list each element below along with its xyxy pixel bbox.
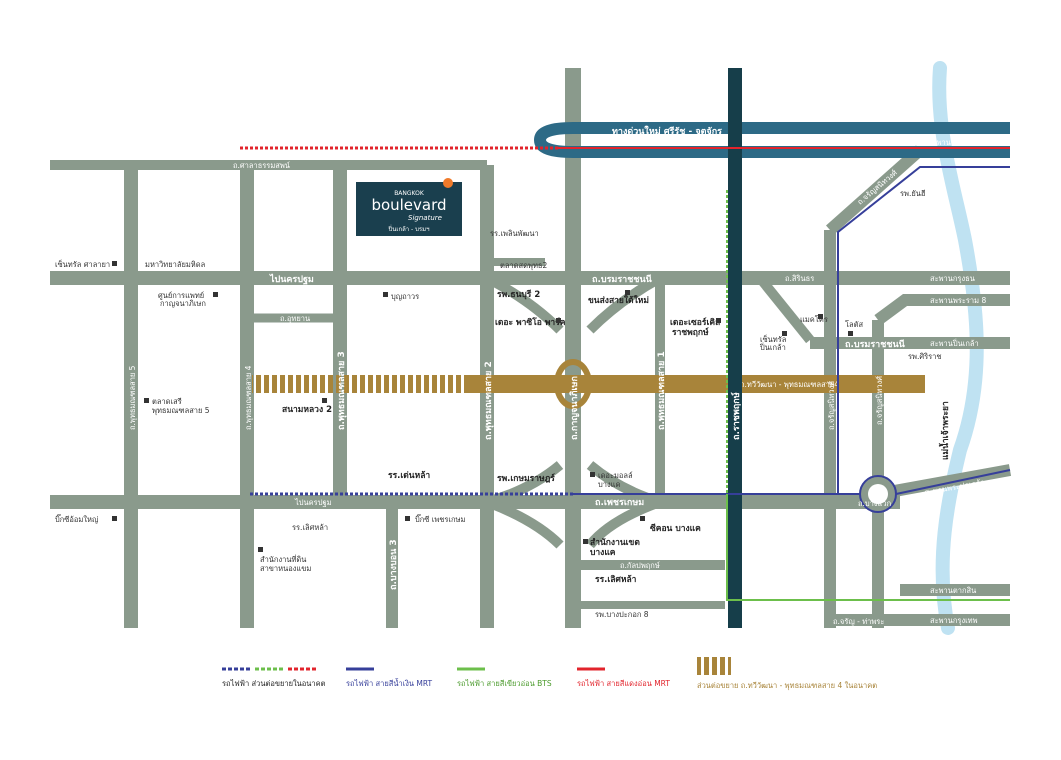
svg-text:ปิ่นเกล้า: ปิ่นเกล้า xyxy=(759,342,786,352)
label-to-nakhon-pathom-2: ไปนครปฐม xyxy=(294,498,332,507)
bridge-krungthep: สะพานกรุงเทพ xyxy=(930,616,978,625)
label-sala-thammasop: ถ.ศาลาธรรมสพน์ xyxy=(233,161,290,170)
place-makro: แมคโคร xyxy=(800,315,828,324)
place-lotus: โลตัส xyxy=(845,320,863,329)
river-label: แม่น้ำเจ้าพระยา xyxy=(938,401,951,460)
legend-bts-green: รถไฟฟ้า สายสีเขียวอ่อน BTS xyxy=(457,679,552,688)
future-road-extension xyxy=(252,375,467,393)
expressway xyxy=(533,122,1010,158)
place-talat: ตลาดสดพุทธ2 xyxy=(500,261,547,270)
place-the-circle: เดอะเซอร์เคิล xyxy=(670,317,720,328)
bts-green-line xyxy=(726,494,1010,601)
place-the-mall-bangkae: เดอะมอลล์ xyxy=(598,471,633,480)
expressway-label: ทางด่วนใหม่ ศรีรัช - จตุจักร xyxy=(612,125,722,137)
legend-mrt-blue: รถไฟฟ้า สายสีน้ำเงิน MRT xyxy=(346,678,433,688)
label-sirindhorn: ถ.สิรินธร xyxy=(785,274,814,283)
place-land-office: สำนักงานที่ดิน xyxy=(260,554,306,564)
label-along-railway: ถ.เลียบทางรถไฟ xyxy=(810,138,864,147)
svg-text:พุทธมณฑลสาย 5: พุทธมณฑลสาย 5 xyxy=(152,406,210,415)
svg-text:สาขาหนองแขม: สาขาหนองแขม xyxy=(260,564,311,573)
bridge-rama8: สะพานพระราม 8 xyxy=(930,296,986,305)
legend: รถไฟฟ้า ส่วนต่อขยายในอนาคต รถไฟฟ้า สายสี… xyxy=(222,657,877,690)
label-phutthamonthon-4: ถ.พุทธมณฑลสาย 4 xyxy=(244,365,253,430)
legend-future: รถไฟฟ้า ส่วนต่อขยายในอนาคต xyxy=(222,679,326,688)
label-borommaratchachonnani: ถ.บรมราชชนนี xyxy=(592,274,653,285)
project-brand: BANGKOK xyxy=(394,190,425,197)
label-phutthamonthon-3: ถ.พุทธมณฑลสาย 3 xyxy=(337,351,347,430)
label-to-nakhon-pathom: ไปนครปฐม xyxy=(269,273,314,285)
place-medical-center: ศูนย์การแพทย์ xyxy=(158,291,204,300)
place-seacon-bangkae: ซีคอน บางแค xyxy=(650,523,701,534)
place-school-dern3: รร.เลิศหล้า xyxy=(595,574,637,585)
legend-road-ext: ส่วนต่อขยาย ถ.ทวีวัฒนา - พุทธมณฑลสาย 4 ใ… xyxy=(697,681,877,690)
label-utthayan: ถ.อุทยาน xyxy=(280,314,310,323)
label-phutthamonthon-2: ถ.พุทธมณฑลสาย 2 xyxy=(484,361,494,440)
project-name: boulevard xyxy=(371,196,446,214)
tawanna-road-label: ถ.ทวีวัฒนา - พุทธมณฑลสาย4 xyxy=(740,380,839,389)
place-bunthavorn: บุญถาวร xyxy=(391,292,419,301)
label-charan-side: ถ.จรัญสนิทวงศ์ xyxy=(827,381,836,430)
place-bangkae-district: สำนักงานเขต xyxy=(590,537,640,548)
place-kasemrad: รพ.เกษมราษฎร์ xyxy=(497,473,555,484)
label-pinklao-road: ถ.บรมราชชนนี xyxy=(845,339,906,350)
place-the-paseo: เดอะ พาซิโอ พาร์ค xyxy=(495,317,566,328)
bridge-pinklao: สะพานปิ่นเกล้า xyxy=(930,338,979,348)
place-tawanna-market: ตลาดเสรี xyxy=(152,397,182,406)
svg-text:บางแค: บางแค xyxy=(598,480,621,489)
place-school-dern: รร.เด่นหล้า xyxy=(388,470,430,481)
place-central-salaya: เซ็นทรัล ศาลายา xyxy=(55,259,110,269)
label-kanchanaphisek: ถ.กาญจนาภิเษก xyxy=(569,376,580,440)
place-bang-phai: บิ๊กซี เพชรเกษม xyxy=(415,514,466,524)
legend-mrt-red: รถไฟฟ้า สายสีแดงอ่อน MRT xyxy=(577,679,670,688)
tawanna-road xyxy=(467,375,925,393)
place-siriraj: รพ.ศิริราช xyxy=(908,352,941,361)
road-labels: ถ.ศาลาธรรมสพน์ ไปนครปฐม ถ.บรมราชชนนี ถ.ส… xyxy=(128,138,906,626)
place-mahidol: มหาวิทยาลัยมหิดล xyxy=(145,260,205,269)
place-yanhee: รพ.ยันฮี xyxy=(900,189,925,198)
places: เซ็นทรัล ศาลายา มหาวิทยาลัยมหิดล ศูนย์กา… xyxy=(55,189,942,619)
svg-text:บางแค: บางแค xyxy=(590,548,616,558)
label-charoen-rat: ถ.จรัญ - ท่าพระ xyxy=(833,617,884,626)
label-ratchaphruek: ถ.ราชพฤกษ์ xyxy=(730,392,742,440)
place-thonburi2: รพ.ธนบุรี 2 xyxy=(497,289,540,300)
place-siripat-school: รร.เพลินพัฒนา xyxy=(490,229,539,238)
project-logo-box xyxy=(356,182,462,236)
project-location-dot xyxy=(443,178,453,188)
label-bang-bon-3: ถ.บางบอน 3 xyxy=(389,539,399,590)
place-school-dern2: รร.เลิศหล้า xyxy=(292,523,328,532)
place-sanam-luang2: สนามหลวง 2 xyxy=(282,405,332,415)
label-phet-kasem: ถ.เพชรเกษม xyxy=(595,498,644,508)
svg-text:ราชพฤกษ์: ราชพฤกษ์ xyxy=(672,327,709,338)
label-phutthamonthon-1: ถ.พุทธมณฑลสาย 1 xyxy=(657,351,667,430)
label-phutthamonthon-5: ถ.พุทธมณฑลสาย 5 xyxy=(128,365,137,430)
mrt-blue-line xyxy=(573,166,1011,495)
project-script: Signature xyxy=(408,214,442,222)
bridge-rama7: สะพานพระราม 7 xyxy=(928,138,984,147)
place-central-pinklao: เซ็นทรัล xyxy=(760,334,786,344)
label-kalapaphruek: ถ.กัลปพฤกษ์ xyxy=(620,561,660,570)
bridge-krungthon: สะพานกรุงธน xyxy=(930,274,975,283)
label-bang-waek: ถ.บางแวก xyxy=(858,499,891,508)
place-sriwichai: รพ.บางปะกอก 8 xyxy=(595,610,649,619)
place-bus-terminal: ขนส่งสายใต้ใหม่ xyxy=(588,295,649,306)
project-location: ปิ่นเกล้า - บรมฯ xyxy=(388,225,430,233)
place-bigc-om-yai: บิ๊กซีอ้อมใหญ่ xyxy=(55,514,99,524)
label-charan-east: ถ.จรัญสนิทวงศ์ xyxy=(875,376,884,425)
bridge-taksin: สะพานตากสิน xyxy=(930,586,976,595)
svg-text:กาญจนาภิเษก: กาญจนาภิเษก xyxy=(160,299,206,308)
